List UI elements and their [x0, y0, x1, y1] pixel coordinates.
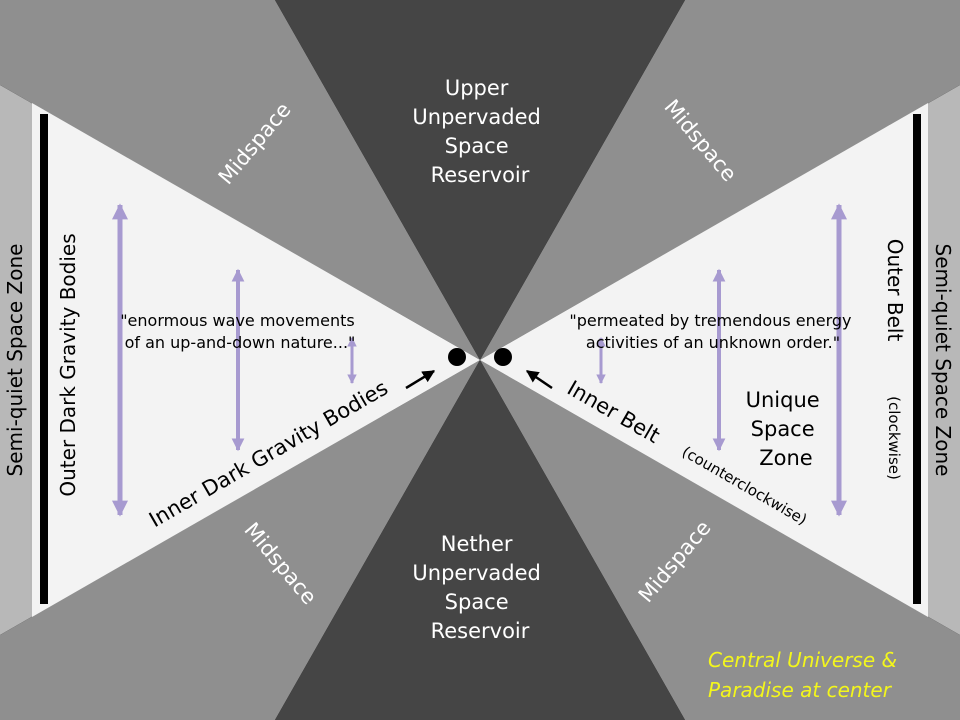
inner-zone-right [480, 103, 928, 617]
right-quote: "permeated by tremendous energy activiti… [569, 311, 856, 352]
midspace-bottom-right [480, 360, 960, 720]
inner-zone-left [32, 103, 480, 617]
unique-space-zone-label: Unique Space Zone [746, 388, 827, 470]
left-boundary-bar [40, 114, 48, 604]
semi-quiet-label-right: Semi-quiet Space Zone [931, 244, 955, 477]
black-dot-icon [448, 348, 466, 366]
right-boundary-bar [913, 114, 921, 604]
midspace-top-left [0, 0, 480, 360]
pointer-arrow-right [525, 369, 553, 390]
outer-belt-label: Outer Belt [883, 239, 907, 342]
central-universe-note: Central Universe & Paradise at center [708, 648, 903, 702]
nether-reservoir [275, 360, 685, 720]
midspace-bottom-left [0, 360, 480, 720]
midspace-top-right [480, 0, 960, 360]
semi-quiet-label-left: Semi-quiet Space Zone [3, 244, 27, 477]
pointer-arrow-left [405, 369, 436, 390]
upper-reservoir [275, 0, 685, 360]
upper-reservoir-label: Upper Unpervaded Space Reservoir [412, 76, 547, 187]
nether-reservoir-label: Nether Unpervaded Space Reservoir [412, 532, 547, 643]
outer-dark-gravity-label: Outer Dark Gravity Bodies [56, 233, 80, 496]
clockwise-label: (clockwise) [885, 396, 903, 480]
left-quote: "enormous wave movements of an up-and-do… [120, 311, 360, 352]
black-dot-icon [494, 348, 512, 366]
